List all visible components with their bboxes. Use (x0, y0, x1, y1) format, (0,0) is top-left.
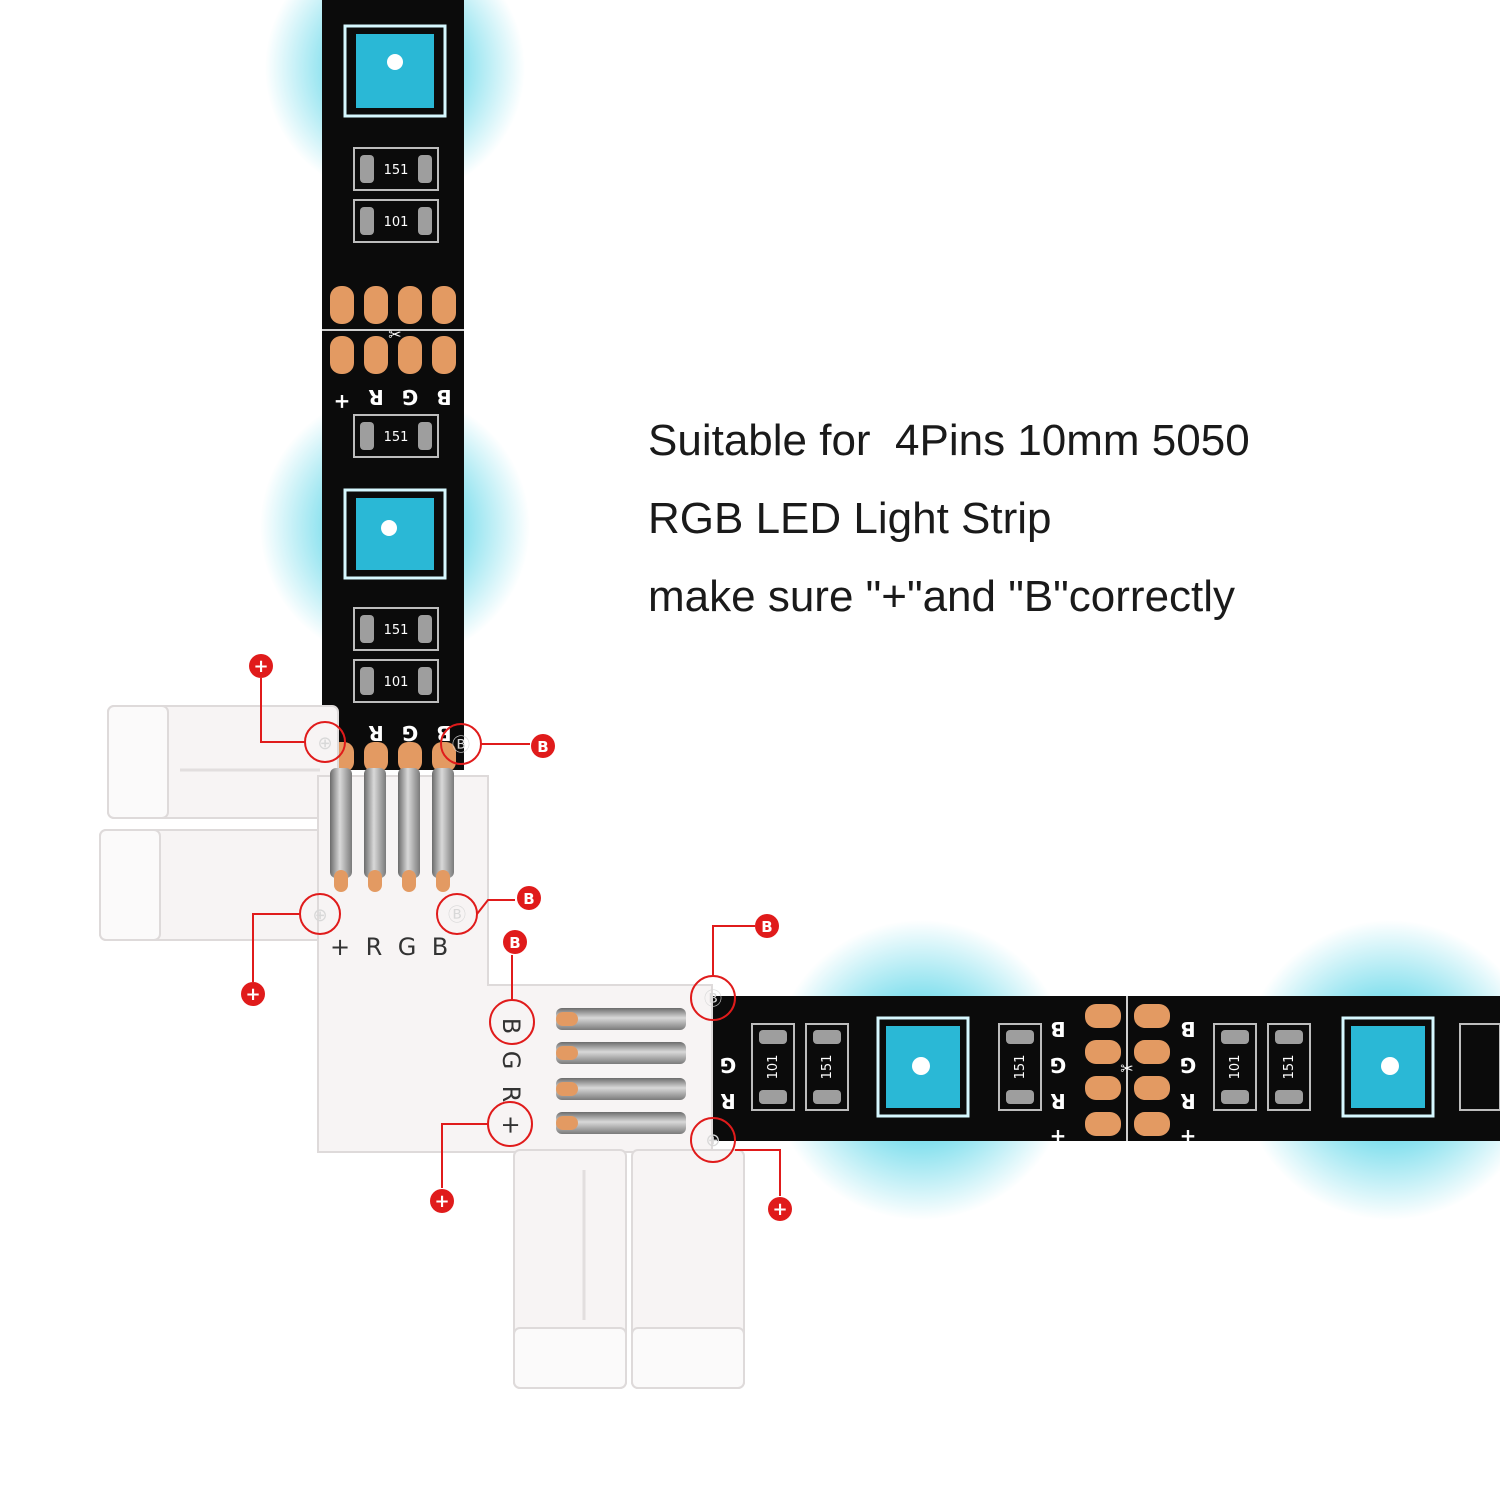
scissor-cut-icon: ✂ (388, 325, 401, 344)
b-callout-icon: B (755, 914, 779, 938)
connector-label-plus: + (497, 1115, 525, 1135)
strip-label-r: R (1180, 1089, 1195, 1113)
svg-text:Ⓑ: Ⓑ (704, 989, 722, 1010)
strip-pcb (322, 0, 464, 770)
svg-text:✂: ✂ (388, 325, 401, 344)
strip-label-g: G (402, 385, 418, 409)
led-chip-icon (876, 1016, 970, 1118)
strip-label-r: R (368, 721, 383, 745)
svg-text:B: B (537, 738, 548, 756)
resistor-code: 101 (1228, 1055, 1243, 1080)
b-callout-icon: B (503, 930, 527, 954)
svg-text:Ⓑ: Ⓑ (448, 905, 466, 926)
strip-label-plus: + (1050, 1125, 1067, 1149)
svg-text:B: B (509, 934, 520, 952)
svg-text:+: + (253, 656, 268, 677)
led-chip-icon (343, 24, 447, 118)
svg-text:+: + (772, 1199, 787, 1220)
l-connector: + R G B B G R + (99, 705, 745, 1389)
led-chip-icon (1341, 1016, 1435, 1118)
resistor-code: 101 (384, 675, 409, 690)
vertical-led-strip: 151 101 151 151 101 (322, 0, 464, 772)
plus-callout-icon: + (430, 1189, 454, 1213)
svg-text:Ⓑ: Ⓑ (452, 735, 470, 756)
led-chip-icon (343, 488, 447, 580)
connector-label-g: G (497, 1051, 525, 1070)
caption-line: RGB LED Light Strip (648, 494, 1052, 543)
b-callout-icon: B (531, 734, 555, 758)
svg-text:B: B (523, 890, 534, 908)
strip-label-plus: + (1180, 1125, 1197, 1149)
connector-label-g: G (398, 933, 417, 961)
connector-label-b: B (497, 1018, 525, 1034)
strip-label-g: G (1050, 1053, 1066, 1077)
resistor-code: 151 (1282, 1055, 1297, 1080)
caption-line: Suitable for 4Pins 10mm 5050 (648, 416, 1250, 465)
strip-label-r: R (368, 385, 383, 409)
strip-label-b: B (1050, 1017, 1065, 1041)
scissor-cut-icon: ✂ (1120, 1059, 1133, 1078)
resistor-code: 101 (384, 215, 409, 230)
plus-callout-icon: + (249, 654, 273, 678)
strip-label-b: B (436, 385, 451, 409)
strip-label-g: G (402, 721, 418, 745)
svg-text:⊕: ⊕ (705, 1130, 720, 1151)
plus-callout-icon: + (241, 982, 265, 1006)
b-callout-icon: B (517, 886, 541, 910)
resistor-code: 151 (384, 163, 409, 178)
svg-text:+: + (434, 1191, 449, 1212)
svg-text:⊕: ⊕ (317, 733, 332, 754)
strip-label-r: R (1050, 1089, 1065, 1113)
horizontal-led-strip: 101 151 151 101 151 ✂ (675, 996, 1500, 1149)
strip-label-b: B (1180, 1017, 1195, 1041)
svg-text:✂: ✂ (1120, 1059, 1133, 1078)
resistor-code: 101 (766, 1055, 781, 1080)
resistor-code: 151 (820, 1055, 835, 1080)
strip-label-r: R (720, 1089, 735, 1113)
strip-label-g: G (1180, 1053, 1196, 1077)
resistor-code: 151 (384, 623, 409, 638)
caption-line: make sure "+"and "B"correctly (648, 572, 1236, 621)
strip-label-g: G (720, 1053, 736, 1077)
plus-callout-icon: + (768, 1197, 792, 1221)
svg-text:+: + (245, 984, 260, 1005)
svg-text:B: B (761, 918, 772, 936)
resistor-code: 151 (1013, 1055, 1028, 1080)
connector-label-plus: + (330, 933, 350, 961)
connector-label-b: B (432, 933, 448, 961)
polarity-callouts (252, 678, 781, 1196)
connector-label-r: R (497, 1086, 525, 1103)
connector-label-r: R (366, 933, 383, 961)
resistor-code: 151 (384, 430, 409, 445)
svg-text:⊕: ⊕ (312, 905, 327, 926)
strip-label-plus: + (334, 390, 351, 414)
